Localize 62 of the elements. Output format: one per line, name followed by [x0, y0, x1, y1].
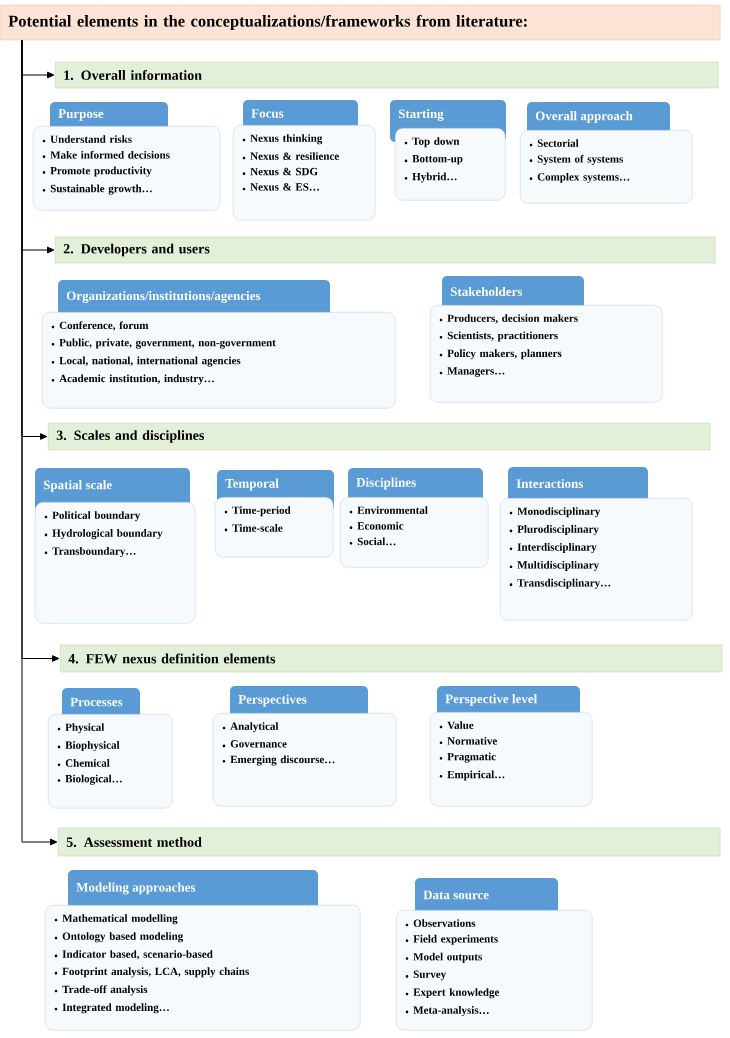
- list-item: Promote productivity: [42, 166, 152, 177]
- list-item: Complex systems…: [529, 172, 630, 183]
- section-band: 5. Assessment method: [58, 827, 721, 857]
- list-item: Sectorial: [529, 139, 579, 147]
- list-item: Indicator based, scenario-based: [54, 950, 213, 960]
- list-item: Pragmatic: [439, 752, 496, 763]
- list-item: Survey: [405, 970, 447, 981]
- list-item: Biophysical: [57, 741, 120, 752]
- section-band: 3. Scales and disciplines: [48, 422, 711, 451]
- list-item: Transboundary…: [44, 547, 136, 558]
- list-item: Producers, decision makers: [439, 314, 578, 324]
- list-item: Value: [439, 721, 474, 729]
- list-item: Chemical: [57, 759, 110, 767]
- arrow: [21, 39, 58, 846]
- list-item: Nexus & SDG: [242, 167, 318, 176]
- list-item: Make informed decisions: [42, 150, 170, 159]
- list-item: Empirical…: [439, 770, 505, 781]
- list-item: Nexus & resilience: [242, 152, 339, 160]
- list-item: Nexus thinking: [242, 134, 323, 145]
- list-item: Field experiments: [405, 934, 498, 945]
- list-item: Top down: [404, 137, 460, 148]
- list-item: Hydrological boundary: [44, 529, 163, 540]
- list-item: Hybrid…: [404, 172, 457, 183]
- list-item: Analytical: [222, 722, 279, 733]
- list-item: Transdisciplinary…: [509, 578, 611, 589]
- list-item: Academic institution, industry…: [51, 374, 214, 385]
- list-item: Public, private, government, non-government: [51, 338, 276, 349]
- list-item: Governance: [222, 740, 287, 748]
- list-item: Normative: [439, 736, 497, 745]
- list-item: Local, national, international agencies: [51, 356, 241, 367]
- list-item: Political boundary: [44, 511, 141, 522]
- list-item: Managers…: [439, 367, 505, 377]
- list-item: Social…: [349, 537, 396, 546]
- list-item: Ontology based modeling: [54, 932, 184, 943]
- list-item: Nexus & ES…: [242, 183, 319, 191]
- section-band: 2. Developers and users: [55, 236, 716, 264]
- list-item: Emerging discourse…: [222, 755, 335, 766]
- list-item: Sustainable growth…: [42, 184, 152, 195]
- list-item: Meta-analysis…: [405, 1006, 489, 1017]
- list-item: Biological…: [57, 774, 122, 785]
- list-item: Mathematical modelling: [54, 914, 178, 925]
- list-item: Bottom-up: [404, 155, 463, 165]
- section-band: 4. FEW nexus definition elements: [60, 644, 723, 673]
- title-box: Potential elements in the conceptualizations/frameworks from literature:: [0, 4, 721, 41]
- list-item: Observations: [405, 919, 476, 927]
- list-item: Environmental: [349, 506, 428, 514]
- list-item: Multidisciplinary: [509, 560, 599, 571]
- list-item: Integrated modeling…: [54, 1003, 169, 1014]
- list-item: Plurodisciplinary: [509, 525, 599, 536]
- list-item: Scientists, practitioners: [439, 331, 558, 342]
- list-item: Policy makers, planners: [439, 349, 562, 360]
- list-item: System of systems: [529, 154, 624, 165]
- list-item: Interdisciplinary: [509, 543, 597, 553]
- list-item: Understand risks: [42, 135, 132, 143]
- list-item: Economic: [349, 521, 404, 530]
- list-item: Conference, forum: [51, 321, 149, 331]
- list-item: Time-scale: [224, 524, 283, 532]
- section-band: 1. Overall information: [55, 61, 719, 89]
- list-item: Trade-off analysis: [54, 985, 148, 996]
- list-item: Footprint analysis, LCA, supply chains: [54, 967, 249, 978]
- list-item: Expert knowledge: [405, 988, 500, 999]
- list-item: Model outputs: [405, 952, 482, 963]
